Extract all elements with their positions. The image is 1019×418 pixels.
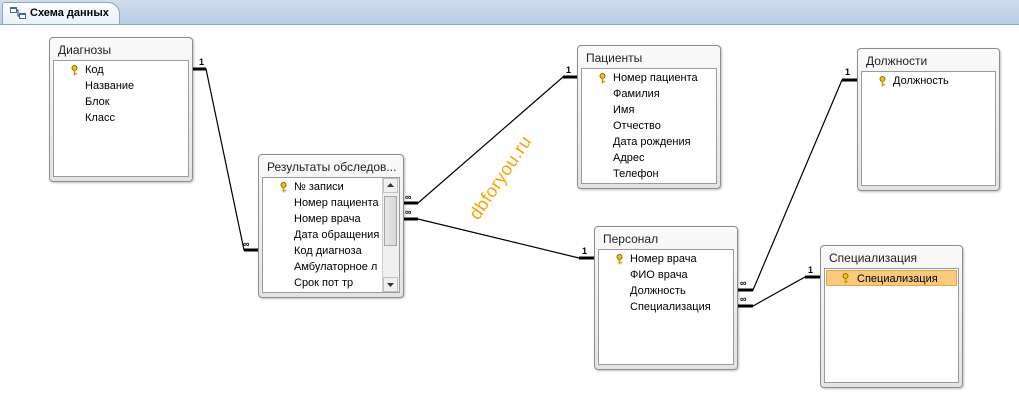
field-label: Имя	[613, 104, 635, 116]
field-list[interactable]: Код Название Блок Класс	[53, 60, 189, 177]
table-specializations[interactable]: Специализация Специализация	[820, 245, 963, 388]
field-item-selected[interactable]: Специализация	[826, 270, 957, 286]
field-label: Специализация	[630, 301, 711, 313]
relationship-patients-results[interactable]: 1 ∞	[403, 65, 577, 205]
table-positions[interactable]: Должности Должность	[857, 48, 1000, 191]
key-icon	[280, 182, 287, 193]
field-list[interactable]: Номер пациента Фамилия Имя Отчество Дата…	[581, 68, 717, 184]
field-item[interactable]: Адрес	[583, 150, 715, 166]
table-title: Диагнозы	[58, 43, 112, 57]
many-marker: ∞	[740, 278, 747, 288]
key-icon	[599, 73, 606, 84]
tab-schema[interactable]: Схема данных	[2, 2, 120, 24]
arrow-down-icon	[387, 283, 394, 287]
field-list[interactable]: Номер врача ФИО врача Должность Специали…	[598, 249, 734, 365]
relationship-diagnoses-results[interactable]: 1 ∞	[192, 57, 258, 252]
field-label: Дата рождения	[613, 136, 691, 148]
field-item[interactable]: Блок	[55, 94, 187, 110]
field-item[interactable]: Название	[55, 78, 187, 94]
table-staff[interactable]: Персонал Номер врача ФИО врача Должность…	[594, 226, 738, 370]
field-item[interactable]: Отчество	[583, 118, 715, 134]
field-item[interactable]: Номер пациента	[583, 70, 715, 86]
tab-label: Схема данных	[30, 7, 109, 19]
table-title: Специализация	[829, 251, 918, 265]
field-item[interactable]: ФИО врача	[600, 267, 732, 283]
scroll-down-button[interactable]	[383, 277, 398, 292]
relationships-icon	[10, 7, 26, 19]
field-item[interactable]: Дата рождения	[583, 134, 715, 150]
field-label: Код	[85, 64, 104, 76]
field-label: Фамилия	[613, 88, 660, 100]
field-label: Название	[85, 80, 135, 92]
field-item[interactable]: Срок пот тр	[264, 275, 382, 291]
field-item[interactable]: Класс	[55, 110, 187, 126]
field-label: Должность	[630, 285, 686, 297]
table-patients[interactable]: Пациенты Номер пациента Фамилия Имя Отче…	[577, 45, 721, 189]
table-diagnoses[interactable]: Диагнозы Код Название Блок Класс	[49, 37, 193, 182]
many-marker: ∞	[405, 192, 412, 202]
field-item[interactable]: Код	[55, 62, 187, 78]
key-icon	[71, 65, 78, 76]
field-label: Номер пациента	[294, 197, 379, 209]
table-title: Должности	[866, 54, 928, 68]
field-list[interactable]: Должность	[861, 71, 996, 186]
field-label: Номер врача	[294, 213, 361, 225]
field-label: Код диагноза	[294, 245, 362, 257]
table-results[interactable]: Результаты обследов... № записи Номер па…	[258, 154, 404, 298]
field-label: Срок пот тр	[294, 277, 354, 289]
one-marker: 1	[199, 57, 204, 67]
table-title: Пациенты	[586, 51, 643, 65]
one-marker: 1	[808, 265, 813, 275]
field-label: Класс	[85, 112, 115, 124]
field-item[interactable]: Должность	[600, 283, 732, 299]
field-label: № записи	[294, 181, 344, 193]
field-item[interactable]: Фамилия	[583, 86, 715, 102]
field-item[interactable]: Должность	[863, 73, 994, 89]
table-title: Результаты обследов...	[267, 160, 397, 174]
one-marker: 1	[582, 246, 587, 256]
field-label: Блок	[85, 96, 110, 108]
scroll-thumb[interactable]	[384, 196, 397, 246]
many-marker: ∞	[740, 294, 747, 304]
vertical-scrollbar[interactable]	[382, 178, 399, 292]
field-item[interactable]: № записи	[264, 179, 382, 195]
field-item[interactable]: Имя	[583, 102, 715, 118]
relationship-staff-results[interactable]: 1 ∞	[403, 207, 594, 260]
field-label: Отчество	[613, 120, 661, 132]
field-item[interactable]: Номер врача	[600, 251, 732, 267]
field-list[interactable]: № записи Номер пациента Номер врача Дата…	[262, 177, 400, 293]
relationship-specializations-staff[interactable]: 1 ∞	[738, 265, 820, 308]
field-label: ФИО врача	[630, 269, 688, 281]
field-label: Адрес	[613, 152, 645, 164]
many-marker: ∞	[405, 207, 412, 217]
scroll-up-button[interactable]	[383, 178, 398, 193]
field-label: Специализация	[857, 273, 938, 285]
field-label: Номер пациента	[613, 72, 698, 84]
one-marker: 1	[566, 65, 571, 75]
field-label: Амбулаторное л	[294, 261, 378, 273]
field-label: Дата обращения	[294, 229, 380, 241]
field-label: Должность	[893, 75, 949, 87]
key-icon	[879, 76, 886, 87]
arrow-up-icon	[387, 183, 394, 187]
field-label: Телефон	[613, 168, 659, 180]
field-list[interactable]: Специализация	[824, 268, 959, 383]
field-item[interactable]: Амбулаторное л	[264, 259, 382, 275]
document-tab-bar: Схема данных	[0, 0, 1019, 25]
relationship-positions-staff[interactable]: 1 ∞	[738, 67, 857, 292]
field-item[interactable]: Код диагноза	[264, 243, 382, 259]
field-item[interactable]: Специализация	[600, 299, 732, 315]
field-item[interactable]: Номер пациента	[264, 195, 382, 211]
field-item[interactable]: Дата обращения	[264, 227, 382, 243]
key-icon	[616, 254, 623, 265]
table-title: Персонал	[603, 232, 659, 246]
field-item[interactable]: Номер врача	[264, 211, 382, 227]
one-marker: 1	[845, 67, 850, 77]
field-item[interactable]: Телефон	[583, 166, 715, 182]
key-icon	[842, 273, 849, 284]
field-label: Номер врача	[630, 253, 697, 265]
many-marker: ∞	[243, 239, 250, 249]
